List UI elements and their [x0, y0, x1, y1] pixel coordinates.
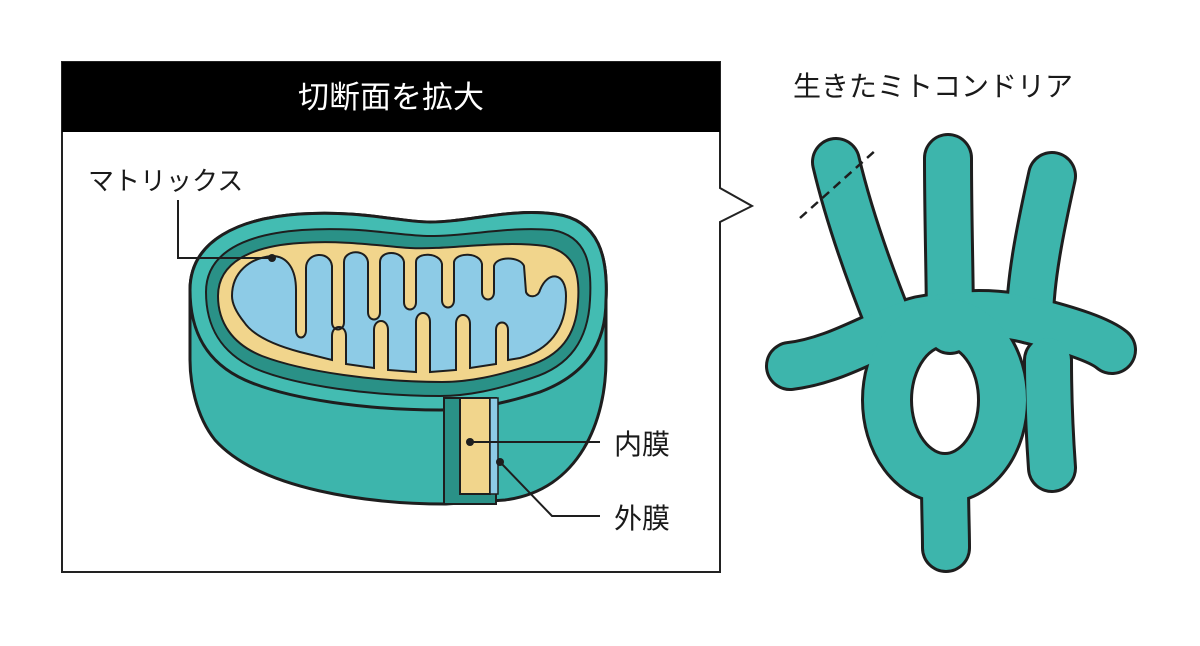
matrix-label: マトリックス [88, 167, 243, 197]
callout-header [62, 62, 720, 132]
cut-section-dashed-line [799, 149, 877, 219]
inner-membrane-label: 内膜 [614, 428, 670, 461]
inner-membrane-leader-dot [466, 438, 474, 446]
outer-membrane-leader-line [499, 461, 600, 517]
outer-membrane-leader-dot [496, 458, 504, 466]
outer-membrane-label: 外膜 [614, 502, 670, 535]
living-mitochondria-shape [765, 133, 1137, 573]
matrix [230, 251, 568, 374]
cut-inner-layer [459, 397, 491, 495]
cross-section-illustration [188, 211, 608, 506]
matrix-leader-dot [268, 254, 276, 262]
callout-title: 切断面を拡大 [298, 80, 484, 116]
cut-intermembrane-strip [489, 397, 499, 495]
matrix-leader-line [177, 200, 272, 259]
living-mitochondria-label: 生きたミトコンドリア [793, 70, 1073, 103]
